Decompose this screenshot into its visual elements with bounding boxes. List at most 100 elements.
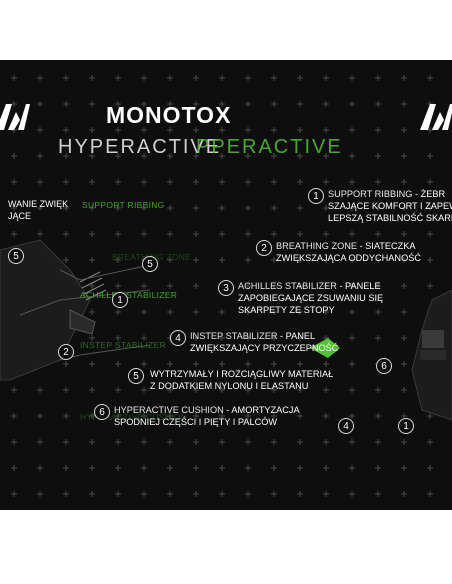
plus-mark <box>297 75 303 81</box>
plus-mark <box>37 413 43 419</box>
plus-mark <box>375 309 381 315</box>
feature-description: INSTEP STABILIZER - PANEL ZWIĘKSZAJĄCY P… <box>190 330 338 354</box>
plus-mark <box>89 257 95 263</box>
plus-mark <box>297 361 303 367</box>
plus-mark <box>349 231 355 237</box>
plus-mark <box>89 153 95 159</box>
plus-mark <box>141 439 147 445</box>
plus-mark <box>401 101 407 107</box>
plus-mark <box>115 309 121 315</box>
plus-mark <box>11 75 17 81</box>
plus-mark <box>427 413 433 419</box>
feature-text: - ŻEBR <box>412 189 446 199</box>
plus-mark <box>141 335 147 341</box>
plus-mark <box>141 75 147 81</box>
plus-mark <box>219 231 225 237</box>
plus-mark <box>401 75 407 81</box>
plus-mark <box>271 335 277 341</box>
plus-mark <box>193 491 199 497</box>
feature-text: Z DODATKIEM NYLONU I ELASTANU <box>150 381 309 391</box>
plus-mark <box>427 75 433 81</box>
plus-mark <box>323 465 329 471</box>
plus-mark <box>89 179 95 185</box>
plus-mark <box>323 439 329 445</box>
plus-mark <box>297 231 303 237</box>
plus-mark <box>89 439 95 445</box>
plus-mark <box>271 101 277 107</box>
plus-mark <box>427 439 433 445</box>
plus-mark <box>245 361 251 367</box>
plus-mark <box>167 127 173 133</box>
plus-mark <box>427 231 433 237</box>
plus-mark <box>193 413 199 419</box>
plus-mark <box>323 101 329 107</box>
plus-mark <box>219 361 225 367</box>
plus-mark <box>89 75 95 81</box>
plus-mark <box>245 283 251 289</box>
plus-mark <box>323 283 329 289</box>
plus-mark <box>271 205 277 211</box>
plus-mark <box>271 283 277 289</box>
plus-mark <box>63 101 69 107</box>
plus-mark <box>401 387 407 393</box>
plus-mark <box>37 491 43 497</box>
plus-mark <box>11 179 17 185</box>
plus-mark <box>349 127 355 133</box>
plus-mark <box>115 205 121 211</box>
plus-mark <box>323 387 329 393</box>
plus-mark <box>141 387 147 393</box>
plus-mark <box>141 361 147 367</box>
plus-mark <box>297 205 303 211</box>
plus-mark <box>37 75 43 81</box>
plus-mark <box>89 335 95 341</box>
plus-mark <box>219 75 225 81</box>
plus-mark <box>401 127 407 133</box>
plus-mark <box>115 465 121 471</box>
left-marker: 5 <box>8 248 24 264</box>
plus-mark <box>375 387 381 393</box>
left-marker: 1 <box>112 292 128 308</box>
plus-mark <box>375 283 381 289</box>
plus-mark <box>401 257 407 263</box>
plus-mark <box>271 439 277 445</box>
plus-mark <box>245 231 251 237</box>
feature-text: LEPSZĄ STABILNOŚĆ SKARPETY <box>328 213 452 223</box>
plus-mark <box>11 465 17 471</box>
plus-mark <box>167 465 173 471</box>
plus-mark <box>193 283 199 289</box>
plus-mark <box>141 491 147 497</box>
plus-mark <box>37 465 43 471</box>
plus-mark <box>219 387 225 393</box>
plus-mark <box>193 387 199 393</box>
plus-mark <box>245 335 251 341</box>
plus-mark <box>167 439 173 445</box>
plus-mark <box>401 465 407 471</box>
plus-mark <box>89 127 95 133</box>
feature-number: 4 <box>170 330 186 346</box>
plus-mark <box>63 179 69 185</box>
plus-mark <box>271 75 277 81</box>
plus-mark <box>167 205 173 211</box>
feature-text: SPODNIEJ CZĘŚCI I PIĘTY I PALCÓW <box>114 417 278 427</box>
plus-mark <box>193 257 199 263</box>
plus-mark <box>401 231 407 237</box>
plus-mark <box>271 465 277 471</box>
left-description-line: JĄCE <box>8 211 32 221</box>
plus-mark <box>167 283 173 289</box>
plus-pattern-background <box>11 75 433 497</box>
sock-illustration-right <box>411 290 452 421</box>
plus-mark <box>193 179 199 185</box>
plus-mark <box>297 101 303 107</box>
plus-mark <box>115 361 121 367</box>
plus-mark <box>219 127 225 133</box>
plus-mark <box>245 439 251 445</box>
right-marker: 6 <box>376 358 392 374</box>
plus-mark <box>141 231 147 237</box>
plus-mark <box>89 413 95 419</box>
plus-mark <box>349 335 355 341</box>
plus-mark <box>271 361 277 367</box>
plus-mark <box>167 101 173 107</box>
plus-mark <box>323 179 329 185</box>
plus-mark <box>323 231 329 237</box>
feature-text: ZWIĘKSZAJĄCA ODDYCHANOŚĆ <box>276 253 421 263</box>
